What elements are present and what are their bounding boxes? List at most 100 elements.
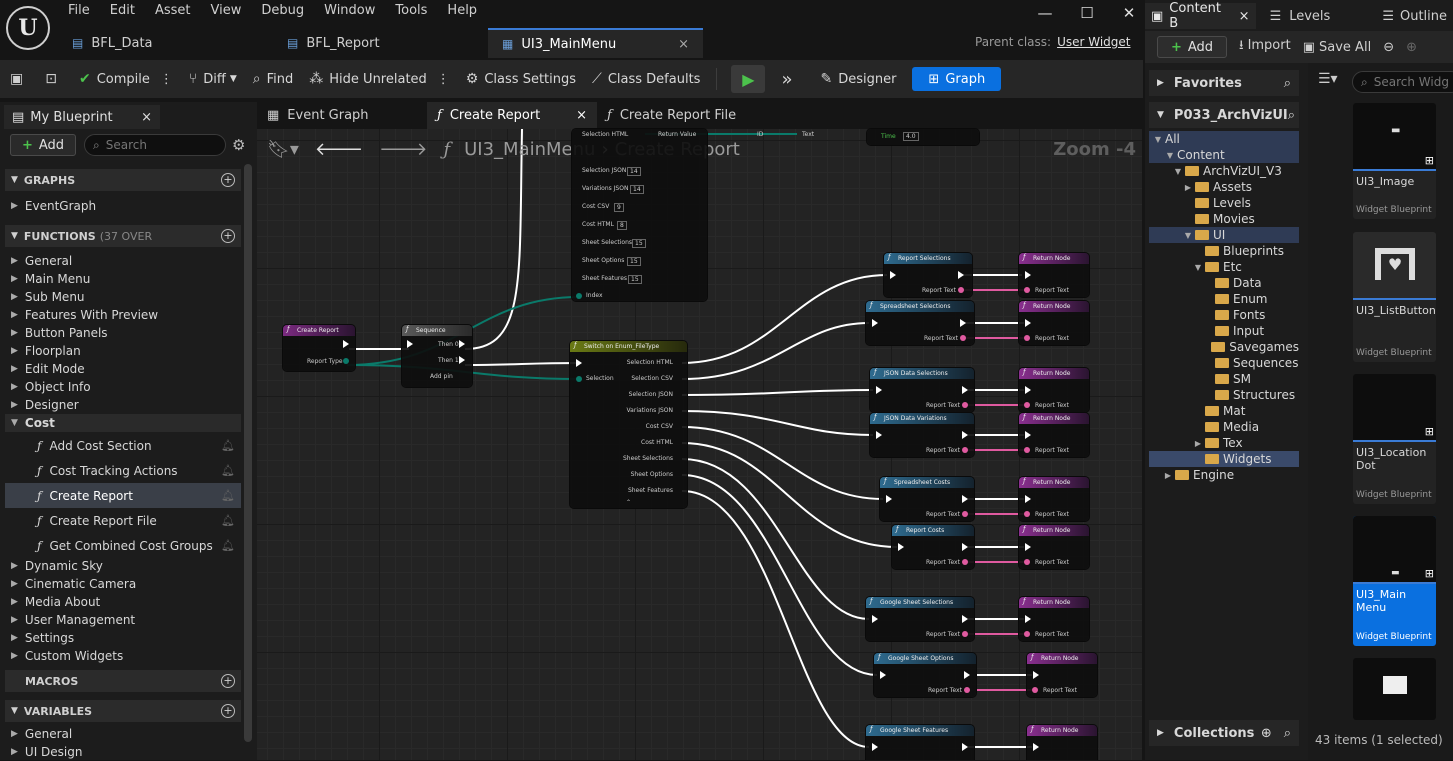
pin-number[interactable]: 15 <box>627 257 641 266</box>
forward-arrow-icon[interactable]: 🡒 <box>379 138 428 160</box>
exec-out-pin[interactable] <box>962 431 968 439</box>
tree-item-folder[interactable]: SM <box>1149 371 1299 387</box>
tab-outliner[interactable]: ☰Outline <box>1376 3 1453 29</box>
function-category[interactable]: ▶General <box>5 252 241 270</box>
tree-item-engine[interactable]: ▶Engine <box>1149 467 1299 483</box>
function-category[interactable]: ▶Dynamic Sky <box>5 557 241 575</box>
diff-button[interactable]: ⑂Diff▼ <box>189 71 237 87</box>
exec-in-pin[interactable] <box>876 431 882 439</box>
designer-button[interactable]: ✎Designer <box>820 71 896 87</box>
menu-edit[interactable]: Edit <box>109 3 135 18</box>
add-variable-icon[interactable]: + <box>221 704 235 718</box>
add-button[interactable]: +Add <box>10 134 76 156</box>
minimize-icon[interactable]: — <box>1037 4 1053 22</box>
tree-item-all[interactable]: ▼All <box>1149 131 1299 147</box>
pin-number[interactable]: 15 <box>632 239 646 248</box>
tree-item-folder[interactable]: ▶Tex <box>1149 435 1299 451</box>
close-icon[interactable]: × <box>576 108 587 123</box>
exec-in-pin[interactable] <box>876 386 882 394</box>
exec-out-pin[interactable] <box>962 543 968 551</box>
close-icon[interactable]: × <box>678 36 689 52</box>
switch-enum-node[interactable]: Switch on Enum_FileType Selection Select… <box>570 341 687 508</box>
enum-pin[interactable] <box>576 293 582 299</box>
search-icon[interactable]: ⌕ <box>1283 75 1291 91</box>
variable-category[interactable]: ▶UI Design <box>5 743 241 761</box>
more-vertical-icon[interactable]: ⋮ <box>159 71 173 87</box>
hide-unrelated-button[interactable]: ⁂Hide Unrelated⋮ <box>309 71 450 87</box>
string-pin[interactable] <box>964 687 970 693</box>
tree-item-widgets[interactable]: Widgets <box>1149 451 1299 467</box>
variables-section[interactable]: ▼VARIABLES+ <box>5 700 241 722</box>
time-node[interactable]: Time 4.0 <box>867 129 979 145</box>
collections-section[interactable]: ▶Collections⊕⌕ <box>1149 720 1299 746</box>
tab-content-browser[interactable]: ▣Content B× <box>1145 1 1256 31</box>
pin-number[interactable]: 9 <box>614 203 624 212</box>
exec-out-pin[interactable] <box>459 356 465 364</box>
string-pin[interactable] <box>962 559 968 565</box>
function-category[interactable]: ▶Designer <box>5 396 241 414</box>
add-button[interactable]: +Add <box>1157 36 1227 58</box>
unreal-logo[interactable]: U <box>6 6 50 50</box>
tree-item-folder[interactable]: Movies <box>1149 211 1299 227</box>
string-pin[interactable] <box>962 402 968 408</box>
function-category[interactable]: ▶Main Menu <box>5 270 241 288</box>
history-forward-icon[interactable]: ⊕ <box>1406 39 1417 55</box>
project-section[interactable]: ▼P033_ArchVizUI⌕ <box>1149 102 1299 128</box>
filter-icon[interactable]: ☰▾ <box>1318 71 1338 87</box>
sequence-node[interactable]: Sequence Then 0 Then 1 Add pin <box>402 325 472 387</box>
breadcrumb-root[interactable]: UI3_MainMenu <box>464 138 596 160</box>
tree-item-content[interactable]: ▼Content <box>1149 147 1299 163</box>
exec-in-pin[interactable] <box>1025 495 1031 503</box>
string-pin[interactable] <box>962 631 968 637</box>
graphs-section[interactable]: ▼GRAPHS+ <box>5 169 241 191</box>
macros-section[interactable]: MACROS+ <box>5 670 241 692</box>
function-category[interactable]: ▶Edit Mode <box>5 360 241 378</box>
asset-search-input[interactable] <box>1373 75 1453 89</box>
tree-item-folder[interactable]: ▼Etc <box>1149 259 1299 275</box>
exec-in-pin[interactable] <box>898 543 904 551</box>
tree-item-folder[interactable]: Blueprints <box>1149 243 1299 259</box>
close-icon[interactable]: × <box>141 109 152 125</box>
tree-item-folder[interactable]: Mat <box>1149 403 1299 419</box>
search-icon[interactable]: ⌕ <box>1287 107 1296 123</box>
string-pin[interactable] <box>1024 559 1030 565</box>
menu-help[interactable]: Help <box>447 3 478 18</box>
pin-number[interactable]: 14 <box>630 185 644 194</box>
function-category[interactable]: ▶Object Info <box>5 378 241 396</box>
function-category[interactable]: ▶User Management <box>5 611 241 629</box>
functions-section[interactable]: ▼FUNCTIONS(37 OVER+ <box>5 225 241 247</box>
menu-asset[interactable]: Asset <box>154 3 191 18</box>
menu-file[interactable]: File <box>68 3 90 18</box>
doc-tab-bfl-data[interactable]: ▤BFL_Data <box>58 28 273 58</box>
function-category[interactable]: ▶Features With Preview <box>5 306 241 324</box>
close-window-icon[interactable]: ✕ <box>1122 4 1136 22</box>
tree-item-folder[interactable]: ▼ArchVizUI_V3 <box>1149 163 1299 179</box>
exec-in-pin[interactable] <box>1025 615 1031 623</box>
menu-tools[interactable]: Tools <box>395 3 428 18</box>
function-entry-node[interactable]: Create Report Report Type <box>283 325 355 371</box>
exec-in-pin[interactable] <box>407 340 413 348</box>
gear-icon[interactable]: ⚙ <box>232 136 246 154</box>
make-struct-node[interactable]: Selection HTML Selection JSON 14 Variati… <box>572 129 707 301</box>
tree-item-folder[interactable]: Levels <box>1149 195 1299 211</box>
string-pin[interactable] <box>1024 631 1030 637</box>
graph-canvas[interactable]: 🔖︎▾ 🡐 🡒 ƒ UI3_MainMenu › Create Report Z… <box>257 129 1142 760</box>
function-category[interactable]: ▶Sub Menu <box>5 288 241 306</box>
call-node-google-sheet-features[interactable]: Google Sheet Features <box>866 725 974 760</box>
save-button[interactable]: ▣ <box>10 71 29 87</box>
string-pin[interactable] <box>958 287 964 293</box>
maximize-icon[interactable]: ☐ <box>1080 4 1094 22</box>
